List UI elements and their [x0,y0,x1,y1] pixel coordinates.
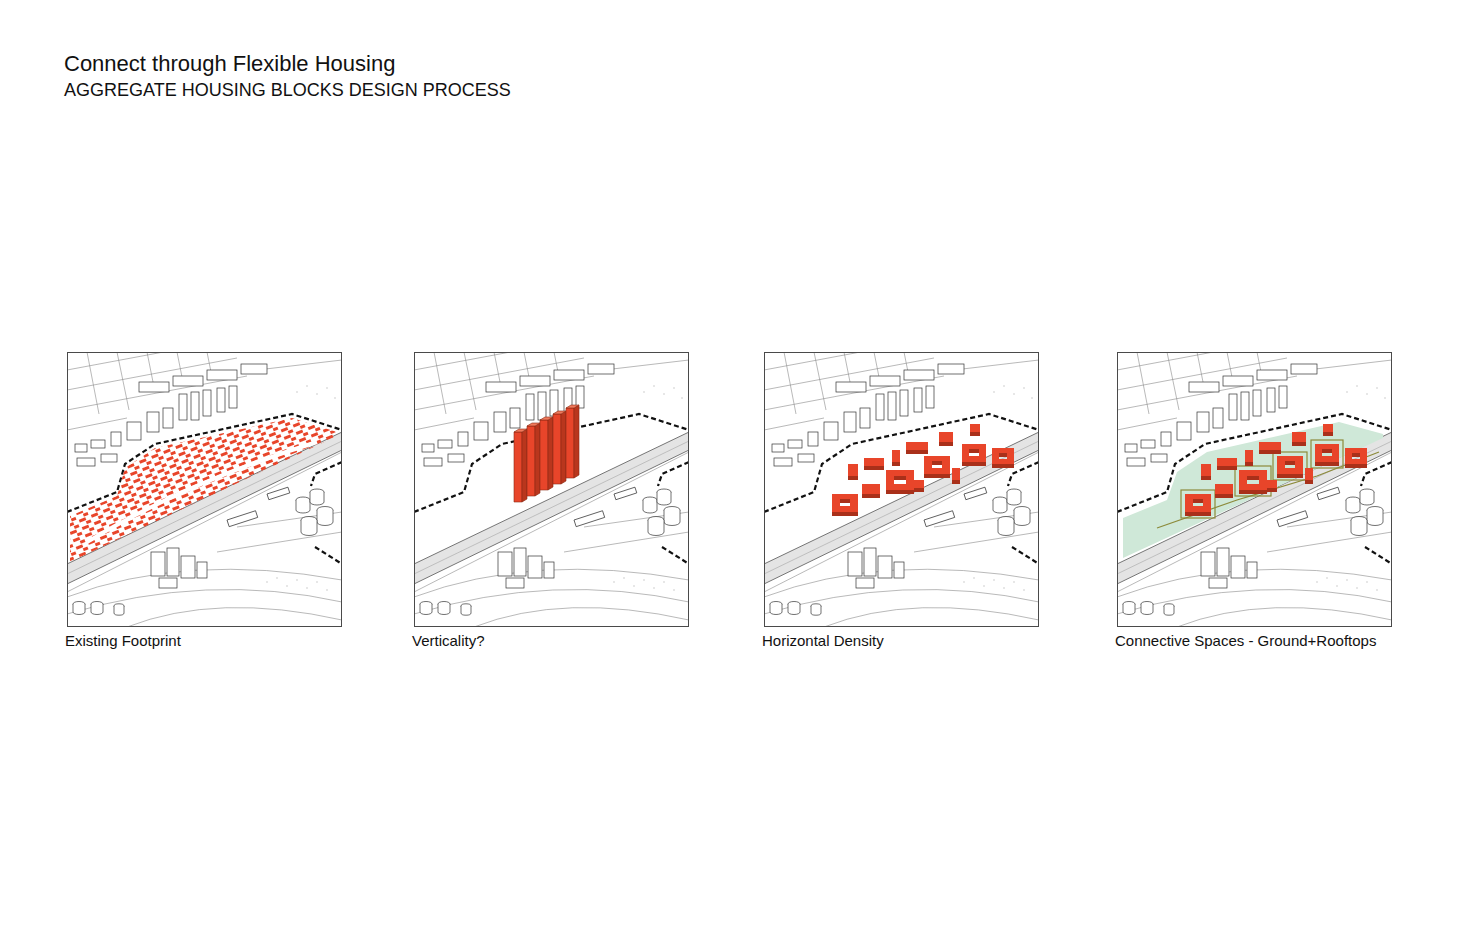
illustration-part [1185,424,1367,512]
subtitle-label: AGGREGATE HOUSING BLOCKS DESIGN PROCESS [64,80,511,101]
illustration-part [832,428,1014,516]
illustration-part [566,408,574,478]
illustration-part [540,420,548,490]
illustration-part [548,417,553,490]
site-panel: Horizontal Density [764,352,1039,627]
illustration-part [70,418,337,562]
site-panel: Connective Spaces - Ground+Rooftops [1117,352,1392,627]
illustration-part [553,411,566,414]
illustration-part [1185,428,1367,516]
illustration-part [535,423,540,496]
diagram-title: Connect through Flexible Housing [64,51,395,77]
illustration-part [514,405,579,502]
illustration-part [514,432,522,502]
illustration-part [1123,422,1383,558]
illustration-part [764,342,1039,627]
illustration-part [70,418,337,562]
panel-caption: Existing Footprint [65,632,181,649]
panel-3-illustration [764,342,1039,627]
illustration-part [553,414,561,484]
panel-4-illustration [1117,342,1392,627]
site-panel: Verticality? [414,352,689,627]
illustration-part [832,424,1014,516]
panel-2-illustration [414,342,689,627]
illustration-part [832,424,1014,512]
illustration-part [522,429,527,502]
illustration-part [561,411,566,484]
illustration-part [1117,342,1392,627]
illustration-part [574,405,579,478]
illustration-part [527,423,540,426]
panel-1-illustration [67,342,342,627]
panel-caption: Connective Spaces - Ground+Rooftops [1115,632,1376,649]
illustration-part [514,429,527,432]
site-panel: Existing Footprint [67,352,342,627]
illustration-part [414,342,689,627]
illustration-part [87,442,317,542]
panel-caption: Verticality? [412,632,485,649]
illustration-part [540,417,553,420]
illustration-part [527,426,535,496]
illustration-part [67,342,342,627]
panel-caption: Horizontal Density [762,632,884,649]
illustration-part [1123,422,1383,558]
illustration-part [566,405,579,408]
